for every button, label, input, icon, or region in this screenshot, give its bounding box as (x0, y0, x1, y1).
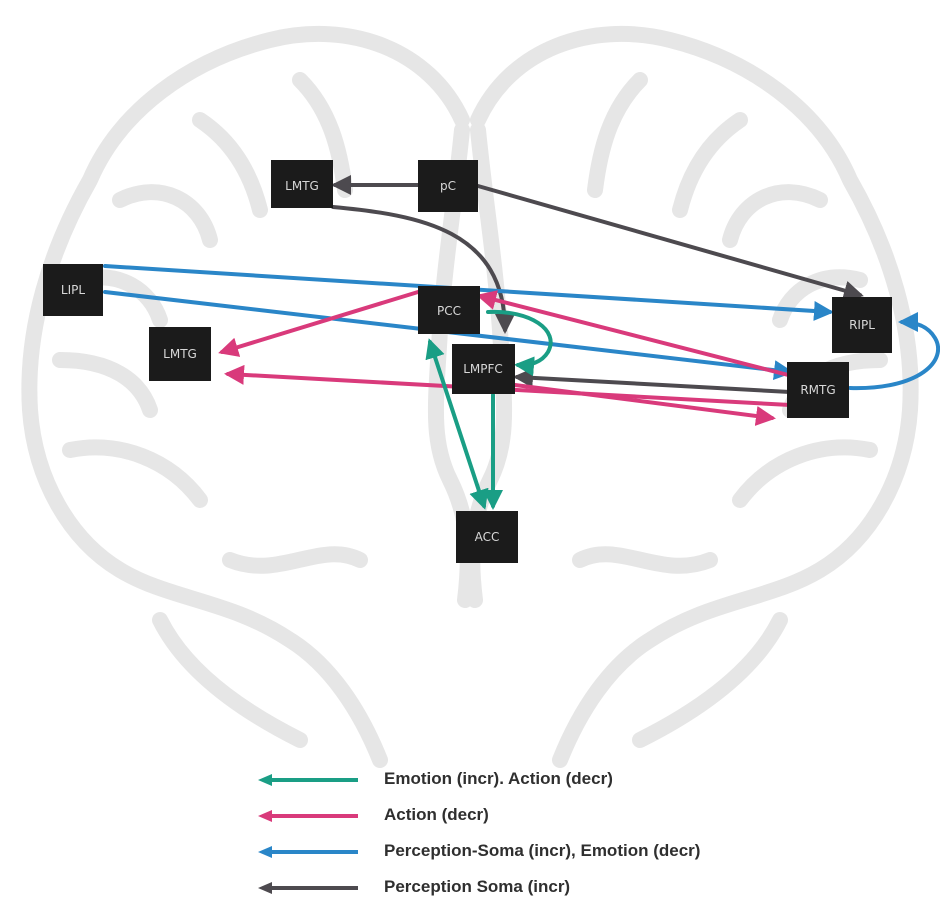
node-ripl: RIPL (832, 297, 892, 353)
node-label: LMPFC (463, 362, 503, 376)
edge-lmtg-top-to-lmpfc (331, 205, 515, 334)
node-label: RMTG (800, 383, 835, 397)
node-label: RIPL (849, 318, 875, 332)
edge-pcc-acc-bidirectional (425, 338, 489, 510)
legend-item-perception: Perception Soma (incr) (250, 873, 770, 909)
legend-item-perception-emotion: Perception-Soma (incr), Emotion (decr) (250, 837, 770, 873)
node-acc: ACC (456, 511, 518, 563)
node-label: PCC (437, 304, 461, 318)
edge-lmpfc-to-rmtg (513, 383, 776, 426)
node-label: LIPL (61, 283, 85, 297)
node-label: LMTG (163, 347, 197, 361)
legend-label: Emotion (incr). Action (decr) (384, 769, 613, 788)
node-pc: pC (418, 160, 478, 212)
edge-pcc-to-lmpfc-curve (486, 309, 553, 377)
legend-item-action: Action (decr) (250, 801, 770, 837)
legend-swatch-teal (258, 774, 358, 786)
legend-swatch-magenta (258, 810, 358, 822)
node-lmtg-left: LMTG (149, 327, 211, 381)
node-lmtg-top: LMTG (271, 160, 333, 208)
edge-pcc-to-lmtg-left (218, 290, 420, 357)
node-lmpfc: LMPFC (452, 344, 515, 394)
legend-label: Perception-Soma (incr), Emotion (decr) (384, 841, 701, 860)
legend: Emotion (incr). Action (decr) Action (de… (250, 765, 770, 909)
node-label: pC (440, 179, 456, 193)
brain-outline (21, 25, 919, 768)
legend-swatch-gray (258, 882, 358, 894)
legend-swatch-blue (258, 846, 358, 858)
node-label: ACC (475, 530, 500, 544)
node-lipl: LIPL (43, 264, 103, 316)
edge-pc-to-ripl (476, 184, 864, 301)
node-pcc: PCC (418, 286, 480, 334)
nodes: LMTG pC LIPL PCC RIPL LMTG LMPFC RMTG (43, 160, 892, 563)
node-rmtg: RMTG (787, 362, 849, 418)
legend-label: Perception Soma (incr) (384, 877, 571, 896)
legend-label: Action (decr) (384, 805, 489, 824)
edge-rmtg-to-pcc (476, 290, 802, 380)
node-label: LMTG (285, 179, 319, 193)
edge-rmtg-to-lmpfc (513, 367, 792, 394)
edge-rmtg-to-ripl-loop (848, 312, 940, 391)
legend-item-emotion-action: Emotion (incr). Action (decr) (250, 765, 770, 801)
